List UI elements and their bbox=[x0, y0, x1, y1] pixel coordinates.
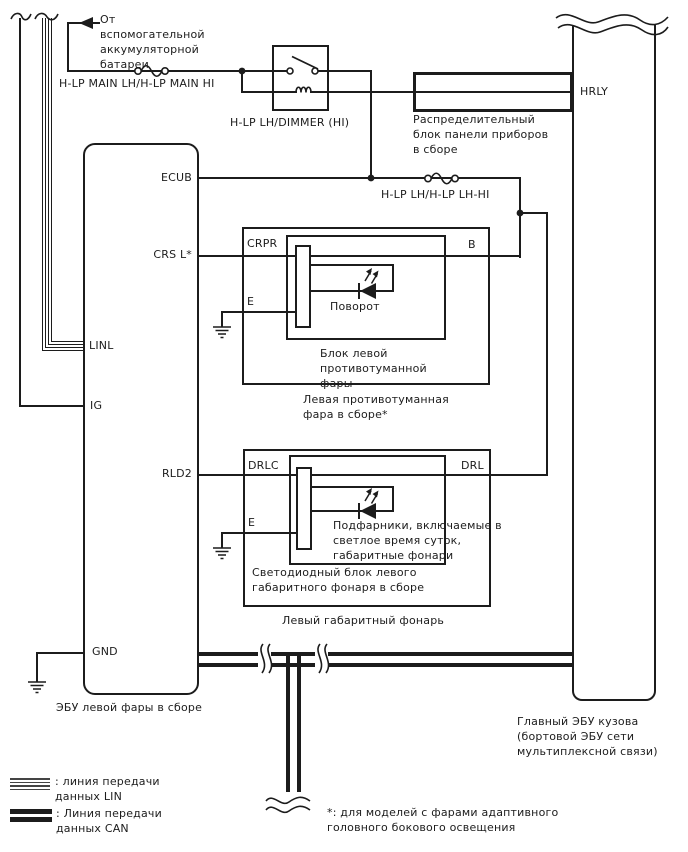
can-branch-left bbox=[286, 656, 290, 792]
footnote: *: для моделей с фарами адаптивного голо… bbox=[327, 806, 559, 834]
lin-bus-line bbox=[48, 18, 49, 345]
pin-e-drl: E bbox=[248, 516, 256, 529]
can-bus-bottom bbox=[199, 663, 573, 667]
wire-drl-e bbox=[221, 532, 298, 534]
can-branch-right bbox=[297, 656, 301, 792]
wire-drl-loop-top bbox=[312, 486, 394, 488]
wire-crsl-b bbox=[199, 255, 521, 257]
pin-hrly: HRLY bbox=[580, 85, 609, 98]
drl-assembly-label: Левый габаритный фонарь bbox=[282, 614, 445, 627]
wire-rld2-drl bbox=[199, 474, 548, 476]
drl-lamp-unit-box bbox=[289, 455, 446, 565]
body-ecu-box bbox=[572, 25, 656, 701]
wire-battery-arrow bbox=[67, 22, 100, 24]
drl-lamp-connector bbox=[296, 467, 312, 550]
lin-bus-line bbox=[51, 18, 52, 342]
pin-crpr: CRPR bbox=[247, 237, 278, 250]
wire-ig bbox=[19, 405, 85, 407]
wire-fog-e bbox=[221, 311, 296, 313]
ground-icon bbox=[213, 326, 231, 339]
wire-gnd-drop bbox=[36, 652, 38, 682]
wire-switch-down bbox=[370, 70, 372, 179]
drl-unit-label: Светодиодный блок левого габаритного фон… bbox=[252, 566, 425, 594]
lin-bus-line bbox=[42, 18, 43, 351]
pin-drl: DRL bbox=[461, 459, 484, 472]
battery-note: От вспомогательной аккумуляторной батаре… bbox=[100, 13, 205, 71]
pin-b: B bbox=[468, 238, 476, 251]
junction-block-box bbox=[413, 72, 573, 112]
lin-bus-line bbox=[42, 350, 84, 351]
pin-e-fog: E bbox=[247, 295, 255, 308]
drl-lamp-assembly-box bbox=[243, 449, 491, 607]
fog-led-label: Поворот bbox=[330, 300, 380, 313]
wire-drl-loop-right bbox=[392, 486, 394, 512]
relay-box bbox=[272, 45, 329, 111]
fog-unit-label: Блок левой противотуманной фары bbox=[320, 347, 427, 390]
wire-ecub bbox=[199, 177, 521, 179]
wire-fog-loop-right bbox=[392, 264, 394, 292]
lin-bus-line bbox=[45, 347, 84, 348]
wire-drl-drop bbox=[546, 212, 548, 476]
pin-ig: IG bbox=[90, 399, 103, 412]
wire-coil-left bbox=[241, 91, 297, 93]
relay-label: H-LP LH/DIMMER (HI) bbox=[230, 116, 350, 129]
pin-rld2: RLD2 bbox=[161, 467, 192, 480]
headlamp-ecu-box bbox=[83, 143, 199, 695]
wire-b-branch bbox=[521, 212, 548, 214]
junction-block-label: Распределительный блок панели приборов в… bbox=[413, 113, 549, 156]
legend-can-label: : Линия передачи данных CAN bbox=[56, 807, 162, 835]
wire-gnd bbox=[36, 652, 84, 654]
wire-b-drop bbox=[519, 177, 521, 258]
pin-ecub: ECUB bbox=[160, 171, 192, 184]
drl-led-label: Подфарники, включаемые в светлое время с… bbox=[333, 519, 502, 562]
headlamp-ecu-label: ЭБУ левой фары в сборе bbox=[56, 701, 203, 714]
wire-fog-gnd bbox=[221, 311, 223, 327]
wire-battery-feed bbox=[67, 70, 287, 72]
fog-lamp-assembly-box bbox=[242, 227, 490, 385]
pin-linl: LINL bbox=[89, 339, 114, 352]
fuse-main-label: H-LP MAIN LH/H-LP MAIN HI bbox=[59, 77, 215, 90]
wire-coil-to-hrly bbox=[310, 91, 573, 93]
wire-fog-loop-top bbox=[311, 264, 394, 266]
break-icon bbox=[265, 796, 311, 814]
pin-gnd: GND bbox=[92, 645, 118, 658]
ground-icon bbox=[213, 547, 231, 560]
wire-coil-drop bbox=[241, 70, 243, 93]
pin-drlc: DRLC bbox=[248, 459, 279, 472]
wire-drl-loop-bottom bbox=[312, 510, 394, 512]
body-ecu-label: Главный ЭБУ кузова (бортовой ЭБУ сети му… bbox=[517, 715, 658, 758]
pin-crs-l: CRS L* bbox=[153, 248, 192, 261]
lin-bus-line bbox=[48, 344, 84, 345]
fog-lamp-unit-box bbox=[286, 235, 446, 340]
fog-lamp-connector bbox=[295, 245, 311, 328]
legend-lin-label: : линия передачи данных LIN bbox=[55, 775, 160, 803]
fog-assembly-label: Левая противотуманная фара в сборе* bbox=[303, 393, 449, 421]
ground-icon bbox=[28, 681, 46, 694]
wire-switch-out bbox=[318, 70, 372, 72]
wire-drl-gnd bbox=[221, 532, 223, 548]
wire-battery-drop bbox=[67, 22, 69, 72]
wire-fog-loop-bottom bbox=[311, 290, 394, 292]
lin-bus-line bbox=[45, 18, 46, 348]
wire-ig-vert bbox=[19, 18, 21, 407]
fuse-lh-label: H-LP LH/H-LP LH-HI bbox=[381, 188, 490, 201]
lin-bus-line bbox=[51, 341, 84, 342]
can-break-gap bbox=[258, 648, 271, 670]
can-bus-top bbox=[199, 652, 573, 656]
can-break-gap bbox=[315, 648, 328, 670]
